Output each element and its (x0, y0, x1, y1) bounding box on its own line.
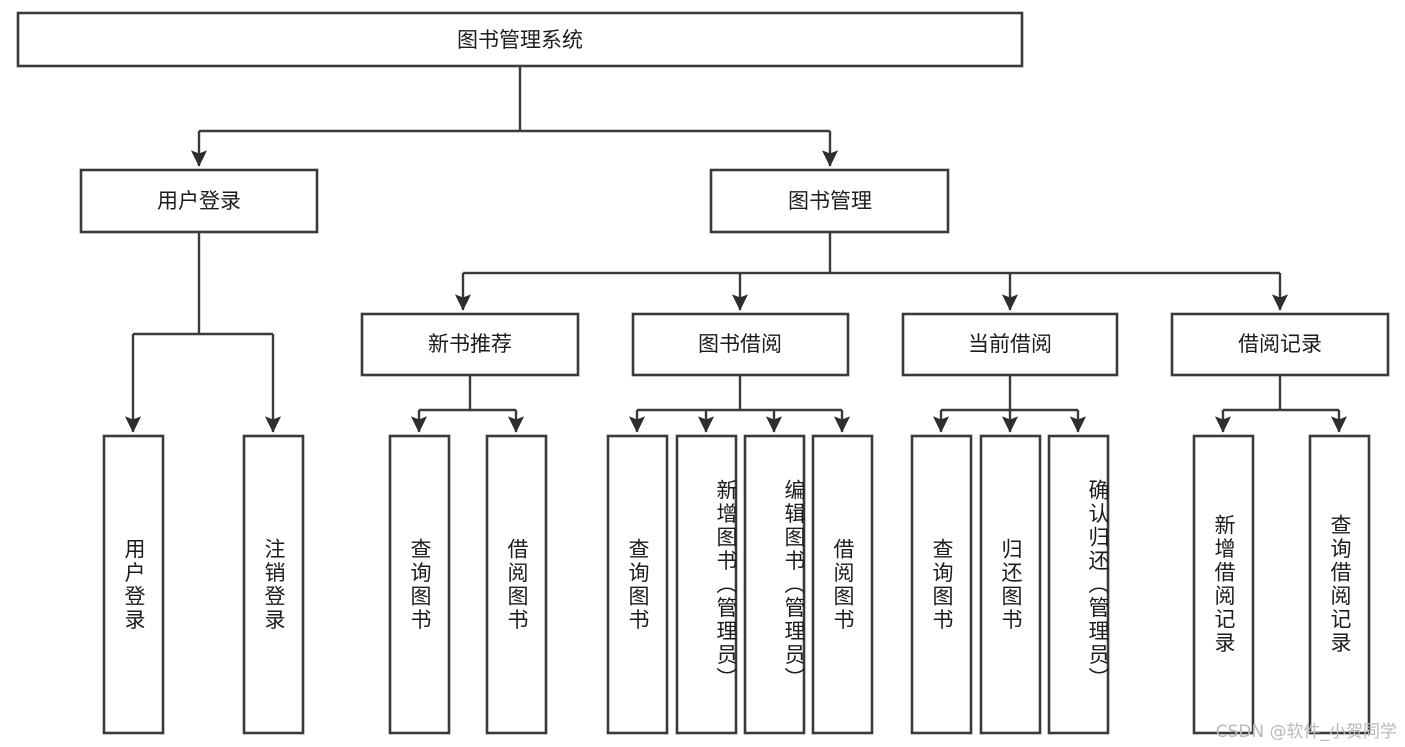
leaf-box-user-login-1[interactable] (242, 434, 305, 735)
node-root-box[interactable] (16, 11, 1024, 68)
leaf-box-book-borrow-3[interactable] (811, 434, 874, 735)
leaf-box-current-borrow-1[interactable] (979, 434, 1042, 735)
leaf-box-book-borrow-2[interactable] (743, 434, 806, 735)
node-borrow-record-label: 借阅记录 (1238, 332, 1322, 356)
node-user-login-box[interactable] (79, 168, 319, 234)
leaf-box-book-borrow-0[interactable] (606, 434, 669, 735)
watermark-text: CSDN @软件_小贺同学 (1215, 722, 1397, 742)
leaf-box-book-borrow-1[interactable] (675, 434, 738, 735)
leaf-box-new-book-1[interactable] (485, 434, 548, 735)
leaf-box-new-book-0[interactable] (388, 434, 451, 735)
leaf-box-borrow-record-1[interactable] (1308, 434, 1371, 735)
node-current-borrow-label: 当前借阅 (968, 332, 1052, 356)
node-book-management-label: 图书管理 (788, 189, 872, 213)
node-book-borrow-label: 图书借阅 (698, 332, 782, 356)
leaf-box-borrow-record-0[interactable] (1192, 434, 1255, 735)
leaf-box-current-borrow-2[interactable] (1047, 434, 1110, 735)
node-new-book-recommend-box[interactable] (360, 312, 580, 377)
node-root-label: 图书管理系统 (457, 28, 583, 52)
leaf-box-current-borrow-0[interactable] (910, 434, 973, 735)
node-user-login-label: 用户登录 (157, 189, 241, 213)
node-current-borrow-box[interactable] (901, 312, 1119, 377)
leaf-box-user-login-0[interactable] (102, 434, 165, 735)
node-new-book-recommend-label: 新书推荐 (428, 332, 512, 356)
